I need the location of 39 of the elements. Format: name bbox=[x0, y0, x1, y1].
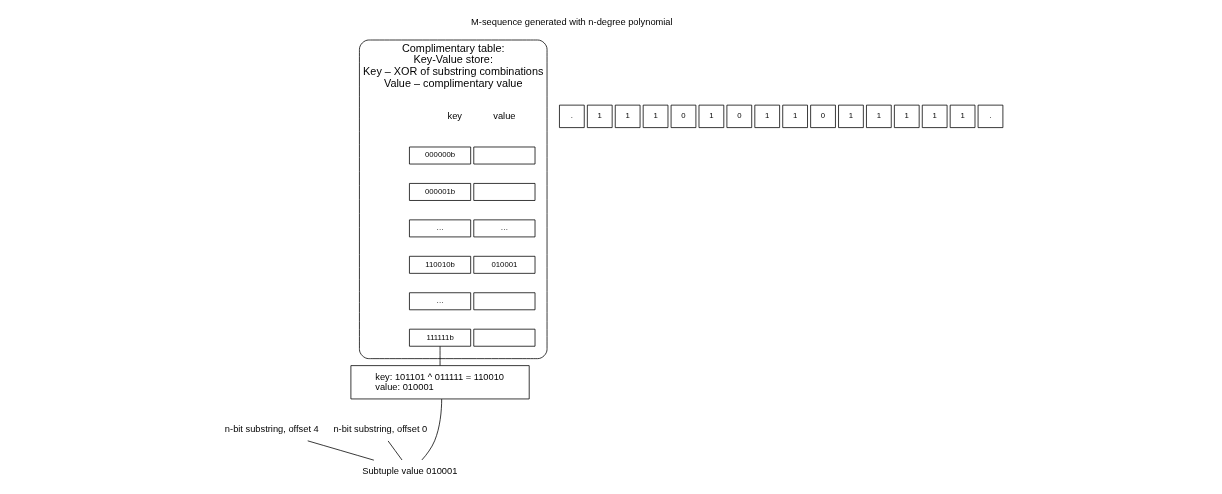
node-box: 1 bbox=[586, 104, 613, 128]
node-box: 1 bbox=[838, 104, 864, 128]
node-box bbox=[473, 292, 536, 311]
node-box bbox=[473, 328, 536, 347]
node-box: 000000b bbox=[409, 146, 472, 165]
node-text: n-bit substring, offset 4 bbox=[224, 423, 319, 434]
node-text: Subtuple value 010001 bbox=[362, 465, 458, 476]
node-box bbox=[473, 146, 536, 165]
node-box: 1 bbox=[893, 104, 920, 128]
node-box: . bbox=[977, 104, 1004, 128]
connector bbox=[387, 440, 403, 461]
node-box: 1 bbox=[921, 104, 948, 128]
node-box: 1 bbox=[782, 104, 808, 128]
node-box: 0 bbox=[810, 104, 836, 128]
node-box: 110010b bbox=[409, 255, 472, 274]
node-box: 1 bbox=[866, 104, 892, 128]
node-box: 1 bbox=[949, 104, 976, 128]
node-box: … bbox=[409, 219, 472, 238]
node-box: 1 bbox=[698, 104, 725, 128]
node-box: 1 bbox=[642, 104, 669, 128]
node-box: 000001b bbox=[409, 183, 472, 201]
connector bbox=[439, 346, 441, 366]
connector bbox=[421, 398, 443, 461]
label: key bbox=[447, 110, 463, 121]
node-box: . bbox=[559, 104, 585, 128]
label: value bbox=[493, 110, 516, 121]
node-box: 1 bbox=[614, 104, 641, 128]
connector bbox=[307, 440, 375, 461]
node-box: … bbox=[409, 292, 472, 311]
node-box bbox=[473, 183, 536, 201]
node-box: 1 bbox=[754, 104, 780, 128]
node-box: … bbox=[473, 219, 536, 238]
node-box: 010001 bbox=[473, 255, 536, 274]
node-box: 111111b bbox=[409, 328, 472, 347]
node-box: 0 bbox=[726, 104, 753, 128]
node-box: 0 bbox=[670, 104, 697, 128]
node-text: n-bit substring, offset 0 bbox=[333, 423, 428, 434]
node-box: key: 101101 ^ 011111 = 110010 value: 010001 bbox=[350, 365, 530, 400]
label: M-sequence generated with n-degree polynomial bbox=[471, 16, 673, 27]
